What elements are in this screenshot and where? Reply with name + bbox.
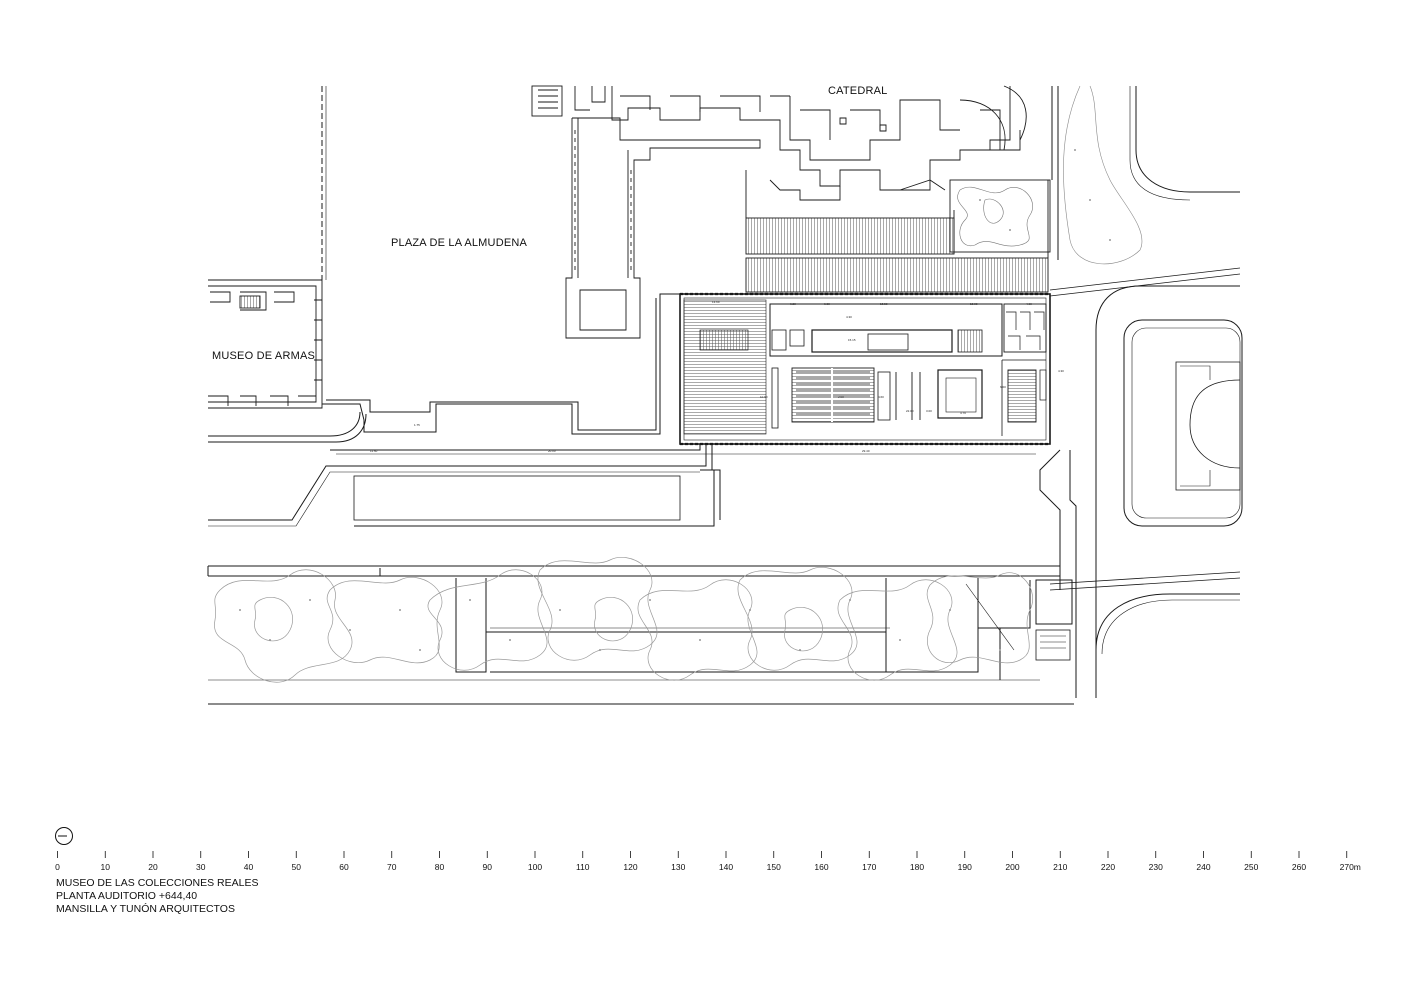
dimension-label: 11.60 [370, 449, 378, 453]
dimension-label: 4.30 [1058, 369, 1064, 373]
tree-dots [239, 149, 1111, 651]
dimension-label: 13.50 [880, 302, 888, 306]
scale-tick-label: 120 [623, 862, 637, 872]
dimension-label: 22.00 [906, 409, 914, 413]
dimension-label: 2.00 [838, 395, 844, 399]
dimension-label: 18.00 [970, 302, 978, 306]
caption-project: MUSEO DE LAS COLECCIONES REALES [56, 877, 259, 889]
dimension-label: 6.00 [1000, 385, 1006, 389]
ramp-terrace [745, 257, 1049, 293]
scale-tick-label: 110 [576, 862, 590, 872]
dimension-label: 6.00 [824, 302, 830, 306]
scale-tick-label: 230 [1149, 862, 1163, 872]
scale-tick-label: 260 [1292, 862, 1306, 872]
scale-tick-label: 180 [910, 862, 924, 872]
scale-tick-label: 10 [101, 862, 111, 872]
museo-de-armas-outline [208, 279, 323, 409]
scale-tick-label: 20 [148, 862, 158, 872]
scale-tick-label: 50 [292, 862, 302, 872]
scale-tick-label: 150 [767, 862, 781, 872]
dimension-label: 10.60 [760, 395, 768, 399]
scale-bar: 0 10 20 30 40 50 60 70 80 90 100 110 120 130 140 150 160… [55, 851, 1361, 872]
lower-garden [207, 565, 1074, 705]
drawing-caption: MUSEO DE LAS COLECCIONES REALES PLANTA A… [56, 877, 258, 916]
dimension-label: 29.40 [862, 449, 870, 453]
dimension-labels: 1.75 11.60 20.00 29.40 13.60 6.20 6.00 13.50 4.3… [370, 300, 1064, 453]
scale-tick-label: 240 [1196, 862, 1210, 872]
scale-tick-label: 130 [671, 862, 685, 872]
museum-building [679, 292, 1051, 446]
dimension-label: 4.60 [878, 395, 884, 399]
ramp-north [745, 217, 955, 255]
scale-tick-label: 60 [339, 862, 349, 872]
dimension-label: 3.00 [926, 409, 932, 413]
cathedral-outline [531, 85, 1027, 201]
terrace-lines [208, 444, 1036, 527]
dimension-label: 20.00 [548, 449, 556, 453]
scale-tick-label: 170 [862, 862, 876, 872]
dimension-label: 4.79 [960, 411, 966, 415]
scale-tick-label: 100 [528, 862, 542, 872]
caption-floor: PLANTA AUDITORIO +644,40 [56, 890, 198, 902]
label-plaza-almudena: PLAZA DE LA ALMUDENA [391, 237, 528, 249]
dimension-label: 15.15 [848, 338, 856, 342]
scale-tick-label: 200 [1005, 862, 1019, 872]
scale-tick-label: 140 [719, 862, 733, 872]
north-arrow-icon [53, 825, 77, 854]
cathedral-garden [949, 179, 1051, 253]
scale-tick-label: 70 [387, 862, 397, 872]
scale-tick-label: 30 [196, 862, 206, 872]
scale-tick-label: 270 [1340, 862, 1354, 872]
scale-tick-label: 0 [55, 862, 60, 872]
scale-tick-label: 80 [435, 862, 445, 872]
scale-tick-label: 220 [1101, 862, 1115, 872]
label-catedral: CATEDRAL [828, 85, 888, 97]
scale-tick-label: 40 [244, 862, 254, 872]
scale-tick-label: 160 [814, 862, 828, 872]
scale-tick-label: 190 [958, 862, 972, 872]
dimension-label: 1.75 [414, 423, 420, 427]
plaza-boundary [208, 86, 680, 443]
dimension-label: 4.30 [846, 315, 852, 319]
tree-canopies [214, 557, 1033, 683]
street-right [1039, 85, 1243, 698]
palace-gallery [565, 117, 761, 339]
label-museo-de-armas: MUSEO DE ARMAS [212, 350, 316, 362]
caption-architects: MANSILLA Y TUNÓN ARQUITECTOS [56, 903, 235, 915]
scale-tick-label: 210 [1053, 862, 1067, 872]
dimension-label: 13.60 [712, 300, 720, 304]
scale-unit-label: m [1354, 862, 1361, 872]
dimension-label: 6.20 [790, 302, 796, 306]
scale-tick-label: 250 [1244, 862, 1258, 872]
scale-tick-label: 90 [483, 862, 493, 872]
dimension-label: 4.60 [1026, 302, 1032, 306]
